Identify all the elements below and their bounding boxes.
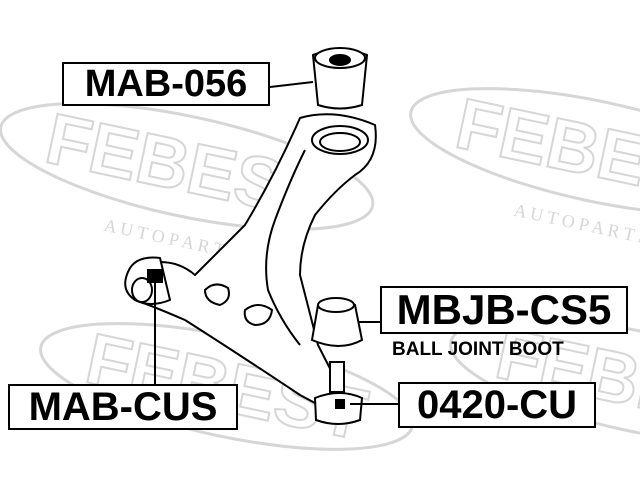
mounting-hole-right [243,304,273,326]
watermark-oval [0,102,375,231]
upper-bushing-core [329,54,351,66]
watermark-oval [409,87,640,216]
part-label-0420-cu[interactable]: 0420-CU [398,382,596,428]
part-upper-bushing [311,47,369,110]
front-bushing-eye [131,277,153,303]
ball-joint-core [335,399,345,409]
part-label-mbjb-cs5[interactable]: MBJB-CS5 [380,286,628,334]
leader-mab-056 [269,81,314,88]
boot-top [317,297,355,313]
mounting-hole-left [204,283,230,306]
part-description-mbjb-cs5: BALL JOINT BOOT [392,339,564,360]
part-label-mab-056[interactable]: MAB-056 [62,62,270,106]
watermark-oval [449,317,640,446]
watermark-right: FEBEST A U T O P A R T S [409,83,640,248]
ball-joint-stud [329,361,345,393]
part-ball-joint-boot [310,297,364,347]
upper-mount-ring-inner [319,132,361,152]
control-arm-inner-edge [265,149,306,346]
part-ball-joint [313,361,364,425]
part-label-mab-cus[interactable]: MAB-CUS [8,384,238,430]
leader-lines [154,81,398,405]
